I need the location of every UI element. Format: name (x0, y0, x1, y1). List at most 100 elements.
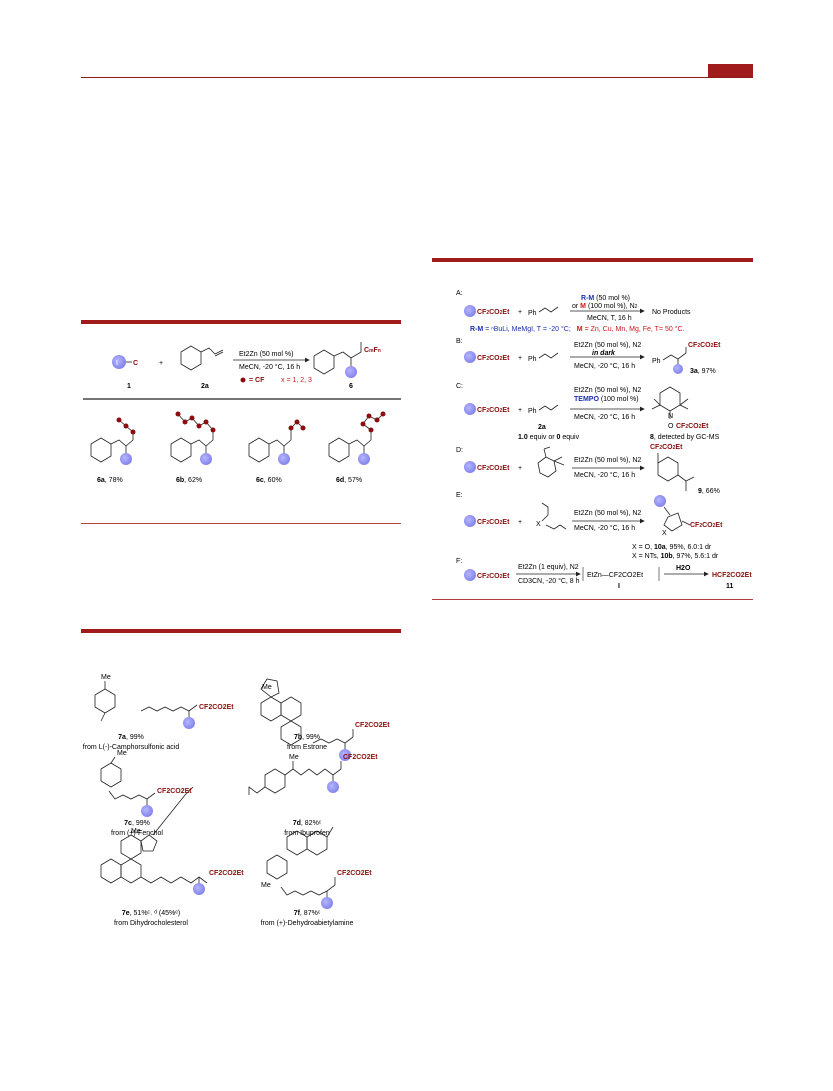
iodine-bubble-icon (654, 495, 666, 507)
compound-1: 1 (127, 383, 131, 390)
product-10-structure (663, 506, 691, 532)
svg-text:X = O, 10a, 95%, 6.0:1 dr: X = O, 10a, 95%, 6.0:1 dr (632, 544, 712, 551)
product-9-structure (657, 453, 695, 491)
svg-text:Et2Zn (50 mol %), N2: Et2Zn (50 mol %), N2 (574, 387, 641, 394)
product-label: 6d, 57% (336, 477, 362, 484)
source-7a: from L(-)-Camphorsulfonic acid (83, 744, 180, 751)
svg-text:TEMPO (100 mol %): TEMPO (100 mol %) (574, 396, 639, 403)
svg-text:MeCN, -20 °C, 16 h: MeCN, -20 °C, 16 h (574, 362, 635, 370)
iodine-bubble-icon (200, 453, 212, 465)
section-e-tag: E: (456, 492, 463, 499)
svg-text:EtZn—CF2CO2Et: EtZn—CF2CO2Et (587, 572, 643, 579)
iodine-bubble-icon (321, 897, 333, 909)
svg-text:CF2CO2Et: CF2CO2Et (690, 522, 723, 529)
header-rule (81, 77, 753, 78)
pinene-structure (537, 446, 565, 478)
svg-text:X = NTs, 10b, 97%, 5.6:1 dr: X = NTs, 10b, 97%, 5.6:1 dr (632, 553, 719, 560)
svg-text:X: X (536, 521, 541, 528)
source-7e: from Dihydrocholesterol (114, 920, 188, 927)
iodine-bubble-icon (673, 364, 683, 374)
source-7c: from (+)-Fenchol (111, 830, 163, 837)
svg-text:Ph: Ph (652, 358, 661, 365)
iodine-bubble-icon (183, 717, 195, 729)
svg-text:Me: Me (117, 750, 127, 757)
legend-label: = CF (249, 377, 265, 384)
section-f-tag: F: (456, 558, 462, 565)
svg-text:O: O (668, 423, 674, 430)
svg-text:9, 66%: 9, 66% (698, 488, 720, 495)
svg-text:3a, 97%: 3a, 97% (690, 368, 716, 375)
caption-7e: 7e, 51%ᶜ˒ ᵈ (45%ᵉ) (122, 910, 180, 917)
svg-text:Me: Me (289, 754, 299, 761)
caption-7d: 7d, 82%ᶜ (293, 820, 322, 827)
section-b-tag: B: (456, 338, 463, 345)
svg-text:MeCN, -20 °C, 16 h: MeCN, -20 °C, 16 h (574, 413, 635, 421)
svg-text:R-M (50 mol %): R-M (50 mol %) (581, 295, 630, 302)
svg-text:CF2CO2Et: CF2CO2Et (477, 309, 510, 316)
scheme-bottom: CF2CO2Et CF2CO2Et CF2CO2Et CF2CO2Et CF2C… (83, 674, 391, 927)
iodine-bubble-icon (464, 515, 476, 527)
svg-text:Ph: Ph (528, 408, 537, 415)
section-c-tag: C: (456, 383, 463, 390)
legend-x: x = 1, 2, 3 (281, 377, 312, 384)
svg-text:CF2CO2Et: CF2CO2Et (477, 407, 510, 414)
svg-text:I: I (116, 360, 118, 367)
a-result: No Products (652, 309, 691, 316)
svg-text:MeCN, T, 16 h: MeCN, T, 16 h (587, 315, 632, 322)
iodine-bubble-icon (464, 461, 476, 473)
svg-text:Me: Me (101, 674, 111, 681)
compound-2a: 2a (201, 383, 209, 390)
product-label: 6c, 60% (256, 477, 282, 484)
svg-text:CF2CO2Et: CF2CO2Et (157, 788, 192, 795)
svg-text:Ph: Ph (528, 356, 537, 363)
scheme-right-bottom-rule (432, 599, 753, 600)
svg-text:CF2CO2Et: CF2CO2Et (676, 423, 709, 430)
svg-text:+: + (518, 465, 522, 472)
iodine-bubble-icon (464, 305, 476, 317)
svg-text:or M (100 mol %), N2: or M (100 mol %), N2 (572, 303, 638, 310)
iodine-bubble-icon (112, 355, 126, 369)
svg-text:+: + (518, 309, 522, 316)
svg-text:CF2CO2Et: CF2CO2Et (650, 444, 683, 451)
caption-7a: 7a, 99% (118, 734, 144, 741)
svg-text:HCF2CO2Et: HCF2CO2Et (712, 572, 752, 579)
section-a-tag: A: (456, 290, 463, 297)
svg-text:MeCN, -20 °C, 16 h: MeCN, -20 °C, 16 h (574, 524, 635, 532)
allylbenzene-structure (180, 345, 224, 371)
scheme-bottom-top-bar (81, 629, 401, 633)
iodine-bubble-icon (464, 351, 476, 363)
svg-text:Me: Me (131, 828, 141, 835)
svg-text:Et2Zn (1 equiv), N2: Et2Zn (1 equiv), N2 (518, 564, 579, 571)
cf-dots (116, 411, 386, 435)
section-d-tag: D: (456, 447, 463, 454)
svg-text:CF2CO2Et: CF2CO2Et (477, 355, 510, 362)
svg-text:Me: Me (261, 882, 271, 889)
svg-text:Et2Zn (50 mol %), N2: Et2Zn (50 mol %), N2 (574, 342, 641, 349)
svg-text:I: I (618, 583, 620, 590)
scheme-left-bottom-rule (81, 523, 401, 524)
svg-text:CF2CO2Et: CF2CO2Et (337, 870, 372, 877)
iodine-bubble-icon (339, 749, 351, 761)
svg-text:Me: Me (262, 684, 272, 691)
svg-text:CF2CO2Et: CF2CO2Et (688, 342, 721, 349)
scheme-right: A: CF2CO2Et + Ph R-M (50 mol %) or M (10… (456, 290, 752, 590)
source-7f: from (+)-Dehydroabietylamine (261, 920, 354, 927)
svg-text:CF2CO2Et: CF2CO2Et (199, 704, 234, 711)
svg-text:CF2CO2Et: CF2CO2Et (343, 754, 378, 761)
svg-text:CF2CO2Et: CF2CO2Et (477, 573, 510, 580)
diene-structure (541, 502, 567, 530)
svg-text:2a: 2a (538, 424, 546, 431)
source-7d: from Ibuprofen (284, 830, 330, 837)
scheme-left: I C + Et2Zn (50 mol %) MeCN, -20 °C, 16 … (83, 342, 401, 484)
tempo-adduct-structure (651, 386, 689, 419)
svg-text:CmFn: CmFn (364, 347, 381, 354)
svg-text:CD3CN, -20 °C, 8 h: CD3CN, -20 °C, 8 h (518, 577, 580, 585)
svg-text:in dark: in dark (592, 350, 616, 357)
page-tab (708, 64, 753, 77)
product-label: 6b, 62% (176, 477, 202, 484)
svg-text:+: + (518, 355, 522, 362)
svg-text:Ph: Ph (528, 310, 537, 317)
svg-text:Et2Zn (50 mol %), N2: Et2Zn (50 mol %), N2 (574, 510, 641, 517)
cond-1: Et2Zn (50 mol %) (239, 351, 293, 358)
iodine-bubble-icon (345, 366, 357, 378)
